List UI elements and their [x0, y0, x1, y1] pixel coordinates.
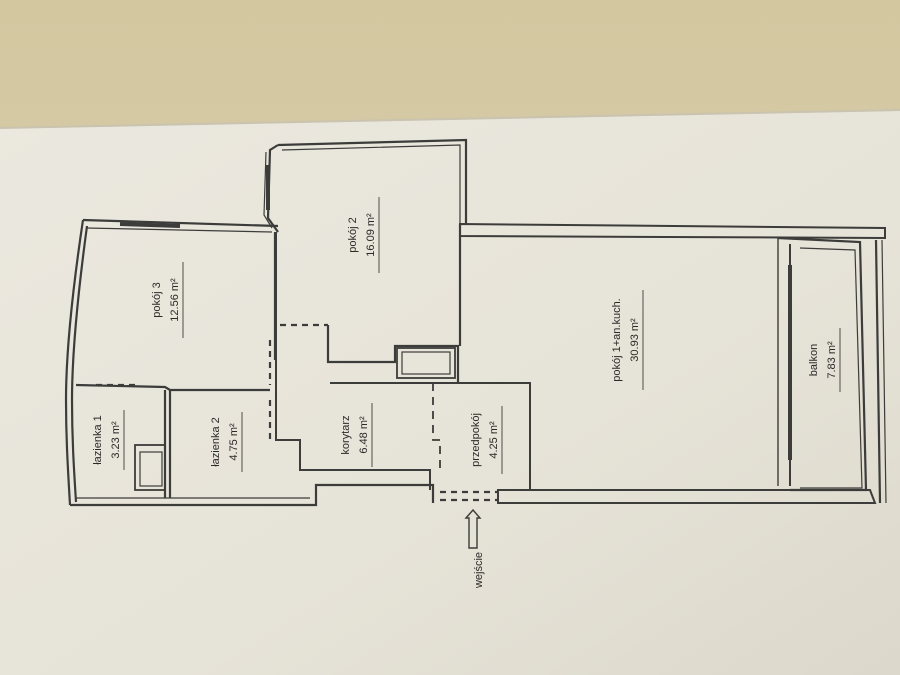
room-name: pokój 3: [151, 282, 163, 317]
room-area: 4.75 m²: [228, 423, 240, 461]
room-label-pokoj-3: pokój 3 12.56 m²: [151, 262, 184, 338]
pokoj-2-top-wall: [277, 138, 468, 224]
kitchen-nook: [396, 347, 456, 379]
balcony-outline: [777, 236, 868, 492]
outer-wall-left-inner: [70, 225, 89, 503]
room-area: 7.83 m²: [826, 341, 838, 379]
room-name: balkon: [808, 344, 820, 376]
entrance-label: wejście: [473, 552, 485, 589]
paper-edge: [0, 109, 900, 129]
room-label-przedpokoj: przedpokój 4.25 m²: [470, 406, 503, 474]
room-label-balkon: balkon 7.83 m²: [808, 328, 841, 392]
paper-sheet: [0, 110, 900, 675]
room-name: przedpokój: [470, 413, 482, 467]
room-label-lazienka-1: łazienka 1 3.23 m²: [92, 410, 125, 470]
wall-pokoj2-bottom: [326, 325, 460, 383]
room-area: 16.09 m²: [365, 213, 377, 257]
room-name: łazienka 1: [92, 415, 104, 465]
entrance-text: wejście: [473, 552, 485, 589]
up-arrow-icon: [464, 508, 482, 549]
room-name: pokój 1+an.kuch.: [611, 298, 623, 381]
room-label-korytarz: korytarz 6.48 m²: [340, 403, 373, 467]
entry-wall: [497, 489, 877, 504]
room-name: korytarz: [340, 415, 352, 454]
room-area: 3.23 m²: [110, 421, 122, 459]
room-label-pokoj-2: pokój 2 16.09 m²: [347, 197, 380, 273]
room-area: 30.93 m²: [629, 318, 641, 362]
room-label-pokoj-1: pokój 1+an.kuch. 30.93 m²: [611, 290, 644, 390]
outer-wall-top-left: [82, 218, 279, 228]
room-area: 4.25 m²: [488, 421, 500, 459]
room-label-lazienka-2: łazienka 2 4.75 m²: [210, 412, 243, 472]
room-name: pokój 2: [347, 217, 359, 252]
room-name: łazienka 2: [210, 417, 222, 467]
window-pokoj-3: [119, 222, 181, 228]
outer-wall-bottom-left: [70, 483, 435, 507]
room-area: 6.48 m²: [358, 416, 370, 454]
room-area: 12.56 m²: [169, 278, 181, 322]
walls: [64, 138, 887, 507]
outer-wall-left: [64, 219, 85, 506]
bathroom-1-shower: [134, 444, 166, 491]
